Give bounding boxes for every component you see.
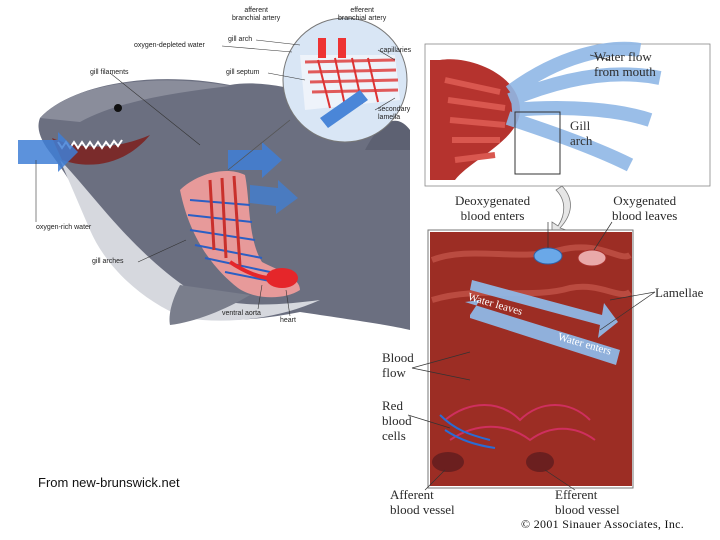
gill-filaments-red xyxy=(444,77,506,163)
label-oxygenated-blood-leaves: Oxygenated blood leaves xyxy=(612,193,678,223)
water-leaves-arrow xyxy=(470,280,618,338)
label-gill-arches: gill arches xyxy=(92,258,124,265)
label-efferent-branchial-artery: efferent branchial artery xyxy=(338,7,387,22)
shark-illustration xyxy=(18,17,410,330)
copyright-notice: © 2001 Sinauer Associates, Inc. xyxy=(521,517,685,531)
zoom-circle-detail xyxy=(300,38,400,128)
label-red-blood-cells: Red blood cells xyxy=(382,398,412,443)
afferent-vessel-top xyxy=(533,247,563,265)
heart-shape xyxy=(266,268,298,288)
lamella-folds xyxy=(430,244,632,303)
capillary-network xyxy=(444,404,596,442)
gill-arches-red xyxy=(208,175,242,267)
source-credit: From new-brunswick.net xyxy=(38,475,180,490)
gill-vessels xyxy=(187,199,286,285)
zoom-line xyxy=(227,119,291,171)
afferent-vessel-bottom xyxy=(432,452,464,472)
capillary-blue xyxy=(439,414,496,449)
label-afferent-blood-vessel: Afferent blood vessel xyxy=(390,487,455,517)
shark-head-top xyxy=(40,80,230,122)
gill-arch-panel xyxy=(424,41,711,187)
efferent-vessel-bottom xyxy=(526,452,554,472)
shark-mouth xyxy=(52,135,150,165)
label-afferent-branchial-artery: afferent branchial artery xyxy=(232,7,281,22)
label-ventral-aorta: ventral aorta xyxy=(222,310,261,317)
label-deoxygenated-blood-enters: Deoxygenated blood enters xyxy=(455,193,531,223)
water-inflow-arrow xyxy=(18,132,78,172)
dorsal-fin xyxy=(365,120,410,150)
label-gill-arch: Gill arch xyxy=(570,118,593,148)
label-oxygen-rich-water: oxygen-rich water xyxy=(36,224,92,231)
label-gill-arch-small: gill arch xyxy=(228,36,253,43)
water-outflow-arrow-2 xyxy=(250,180,298,214)
leader-lines xyxy=(35,39,396,317)
label-efferent-blood-vessel: Efferent blood vessel xyxy=(555,487,620,517)
water-flow-pointer xyxy=(589,54,611,61)
lamella-panel xyxy=(407,221,656,491)
pectoral-fin xyxy=(169,285,250,325)
efferent-vessel-top xyxy=(577,249,607,267)
label-secondary-lamella: secondary lamella xyxy=(378,106,411,121)
gill-filaments-fan xyxy=(505,41,662,172)
label-water-flow-from-mouth: Water flow from mouth xyxy=(594,49,656,79)
label-blood-flow: Blood flow xyxy=(382,350,414,380)
label-lamellae: Lamellae xyxy=(655,285,704,300)
label-capillaries: capillaries xyxy=(380,47,412,54)
water-enters-arrow xyxy=(465,300,620,365)
ventral-aorta-shape xyxy=(228,260,271,280)
label-heart: heart xyxy=(280,317,296,324)
shark-eye xyxy=(114,104,122,112)
label-oxygen-depleted-water: oxygen-depleted water xyxy=(134,42,205,49)
gill-zoom-box xyxy=(514,111,561,175)
label-gill-filaments: gill filaments xyxy=(90,69,129,76)
water-outflow-arrow xyxy=(228,142,282,178)
shark-belly xyxy=(60,160,320,321)
label-gill-septum: gill septum xyxy=(226,69,260,76)
